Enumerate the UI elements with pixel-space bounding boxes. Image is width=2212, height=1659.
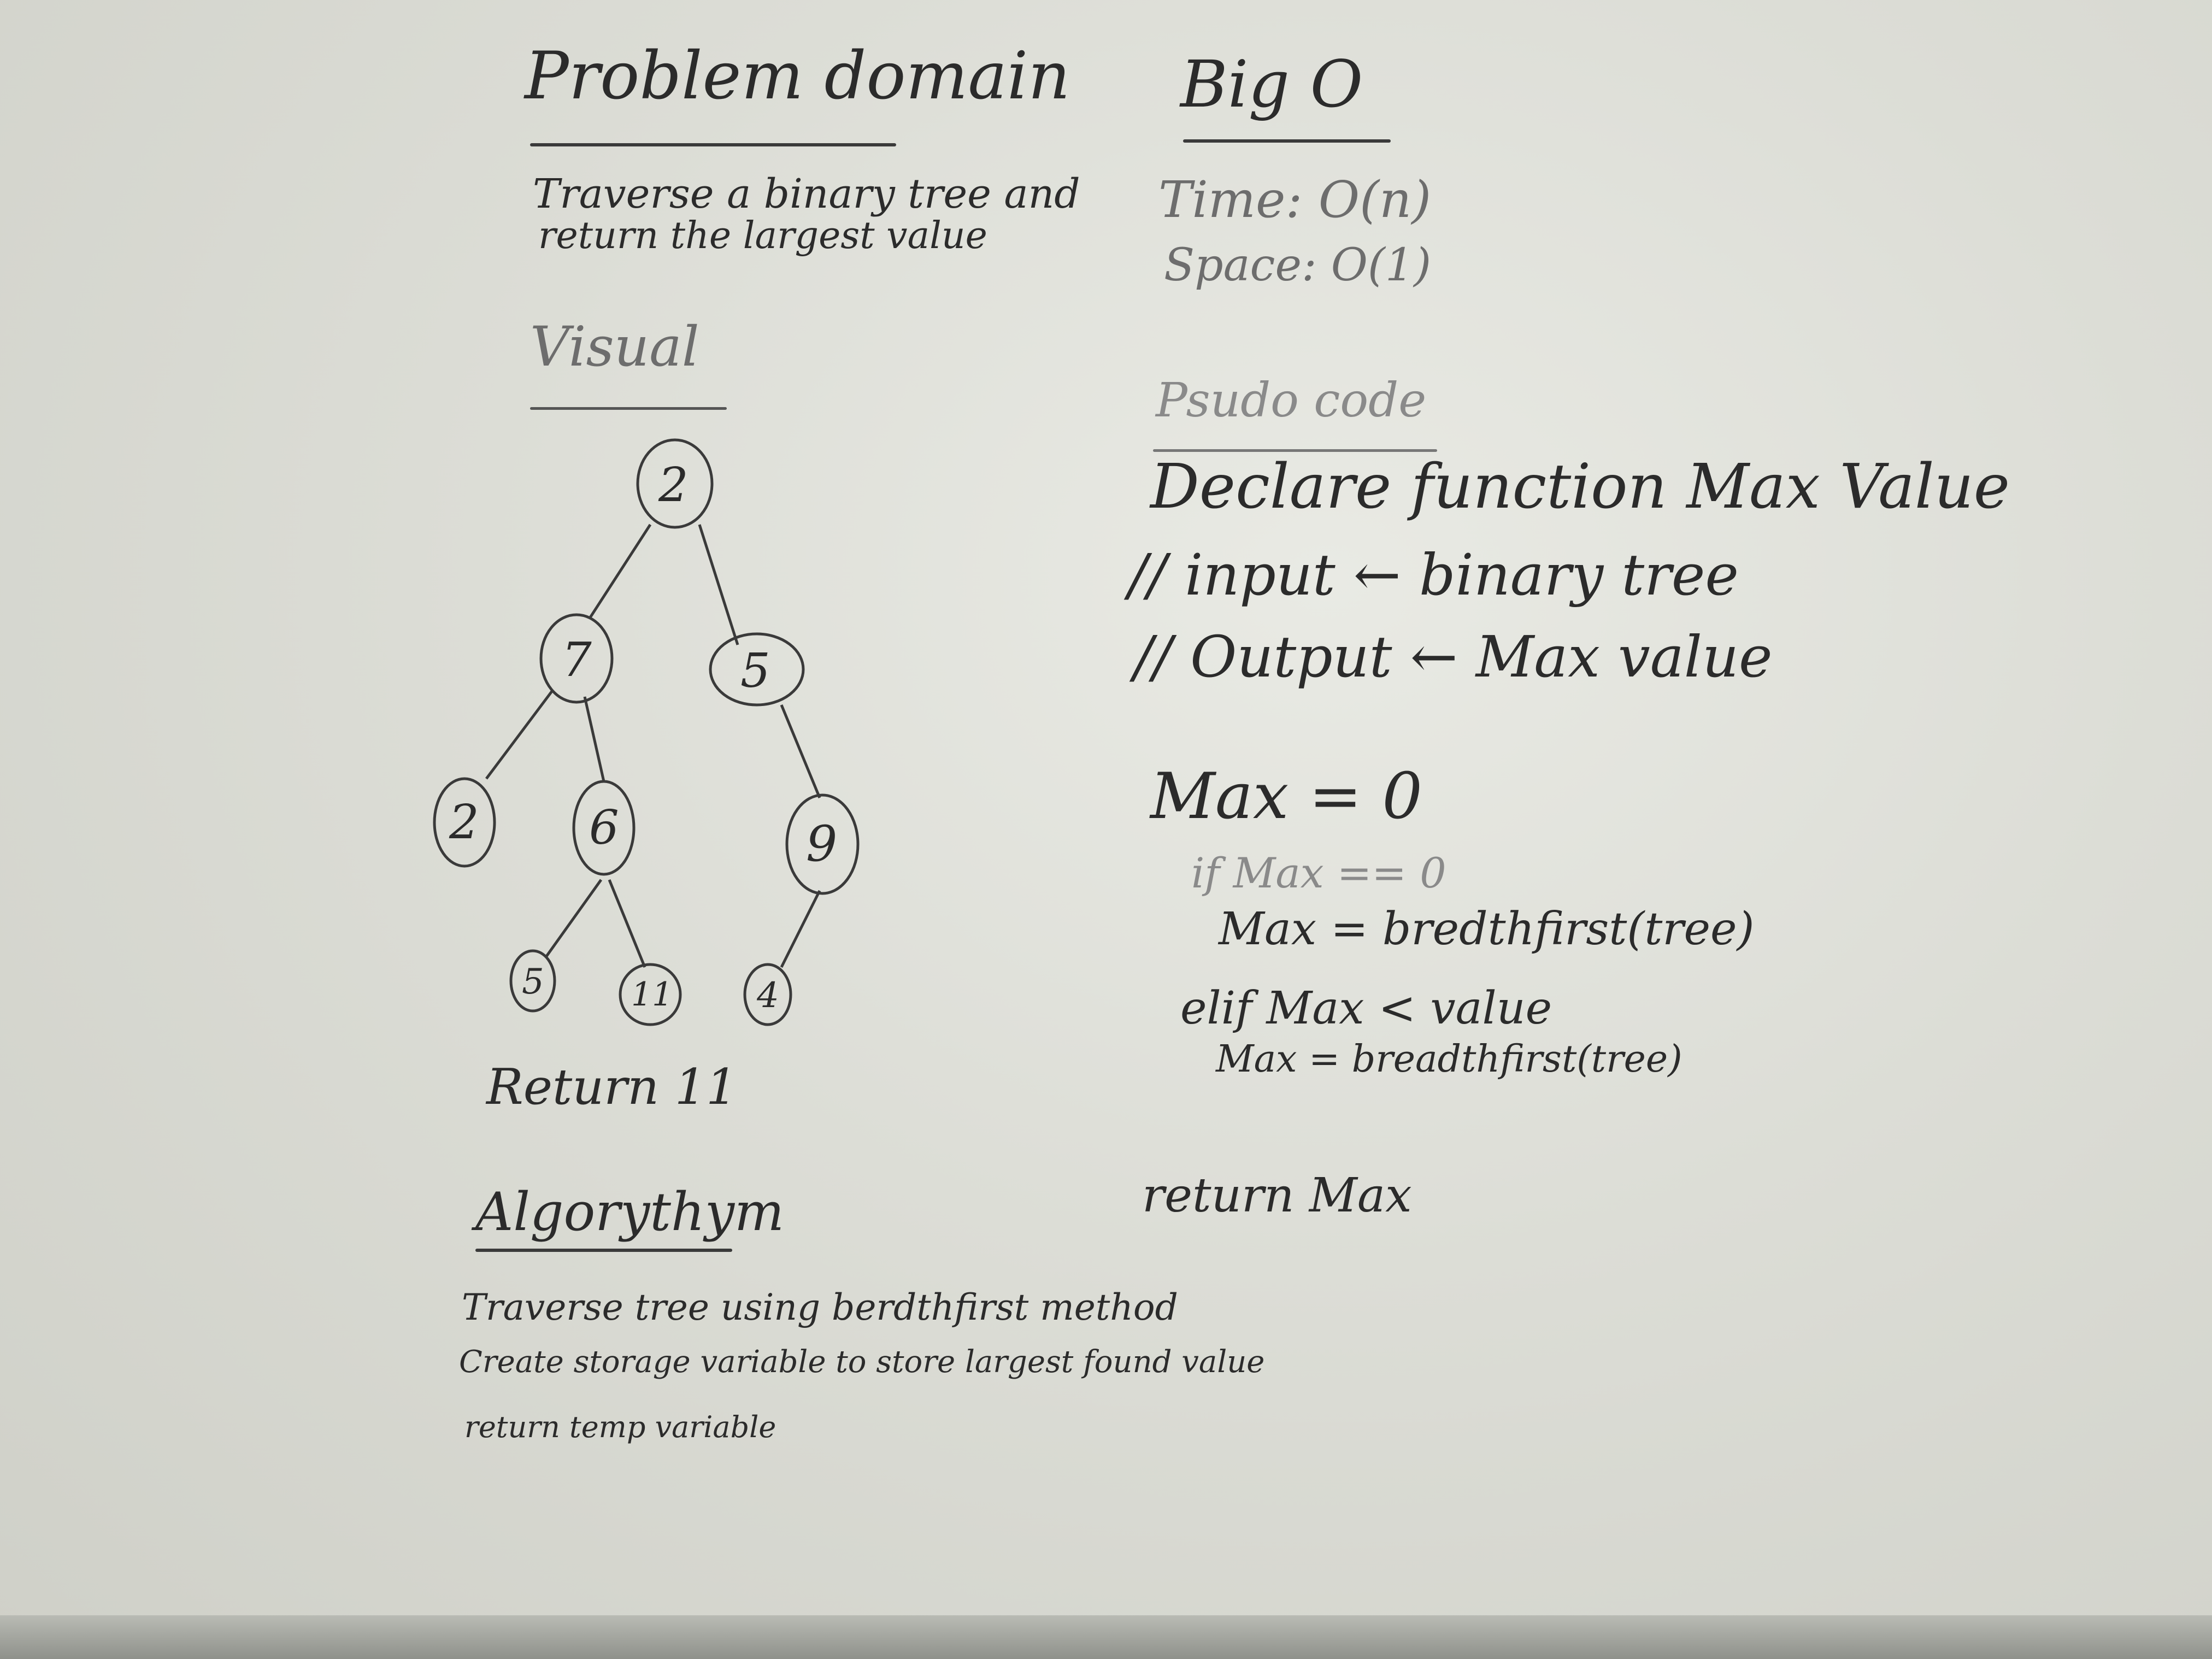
pseudo-if-line: if Max == 0 [1191,849,1446,897]
edge-lr-lrl [545,879,603,957]
edge-rr-rrl [780,890,821,968]
algorithm-line2: Create storage variable to store largest… [459,1344,1265,1380]
edge-root-right [698,524,739,645]
node-ll-value: 2 [449,795,479,850]
node-root-value: 2 [658,458,689,513]
edge-root-left [589,523,652,619]
problem-domain-line1: Traverse a binary tree and [533,170,1080,217]
node-root-circle [636,438,714,529]
node-lr-value: 6 [589,801,619,855]
node-left-value: 7 [562,633,592,687]
pseudo-elif-line: elif Max < value [1180,983,1552,1034]
node-right-value: 5 [740,644,770,698]
node-rrl-circle [743,963,792,1026]
algorithm-heading: Algorythym [475,1181,785,1243]
pseudo-code-heading: Psudo code [1156,373,1427,428]
algorithm-line3: return temp variable [464,1410,776,1444]
visual-underline [530,407,727,410]
pseudo-code-underline [1153,449,1437,452]
algorithm-line1: Traverse tree using berdthfirst method [462,1286,1178,1328]
board-bottom-edge [0,1615,2212,1659]
edge-left-ll [485,690,553,780]
node-right-circle [709,632,805,707]
pseudo-if-body: Max = bredthfirst(tree) [1219,903,1755,955]
edge-left-lr [583,696,605,782]
node-rr-circle [785,793,860,895]
pseudo-input: // input ← binary tree [1128,542,1739,608]
node-lrl-value: 5 [522,962,544,1002]
pseudo-return: return Max [1142,1168,1412,1223]
big-o-underline [1183,139,1391,143]
big-o-heading: Big O [1180,46,1363,122]
pseudo-output: // Output ← Max value [1134,623,1773,690]
algorithm-underline [475,1249,732,1252]
node-ll-circle [433,777,496,868]
big-o-time: Time: O(n) [1158,170,1432,229]
node-lrl-circle [509,949,556,1013]
problem-domain-heading: Problem domain [525,38,1070,114]
node-rrl-value: 4 [757,975,779,1016]
problem-domain-line2: return the largest value [538,214,987,257]
big-o-space: Space: O(1) [1164,239,1432,291]
pseudo-elif-body: Max = breadthfirst(tree) [1216,1038,1682,1081]
pseudo-max-init: Max = 0 [1150,760,1423,833]
node-lrr-circle [619,963,682,1026]
pseudo-declare: Declare function Max Value [1150,451,2010,522]
edge-lr-lrr [608,879,646,968]
return-eleven: Return 11 [486,1058,738,1116]
visual-heading: Visual [530,315,699,379]
node-left-circle [539,613,614,704]
problem-domain-underline [530,143,896,146]
node-lrr-value: 11 [631,975,673,1014]
node-lr-circle [572,780,636,876]
node-rr-value: 9 [806,815,838,873]
edge-right-rr [780,704,821,798]
